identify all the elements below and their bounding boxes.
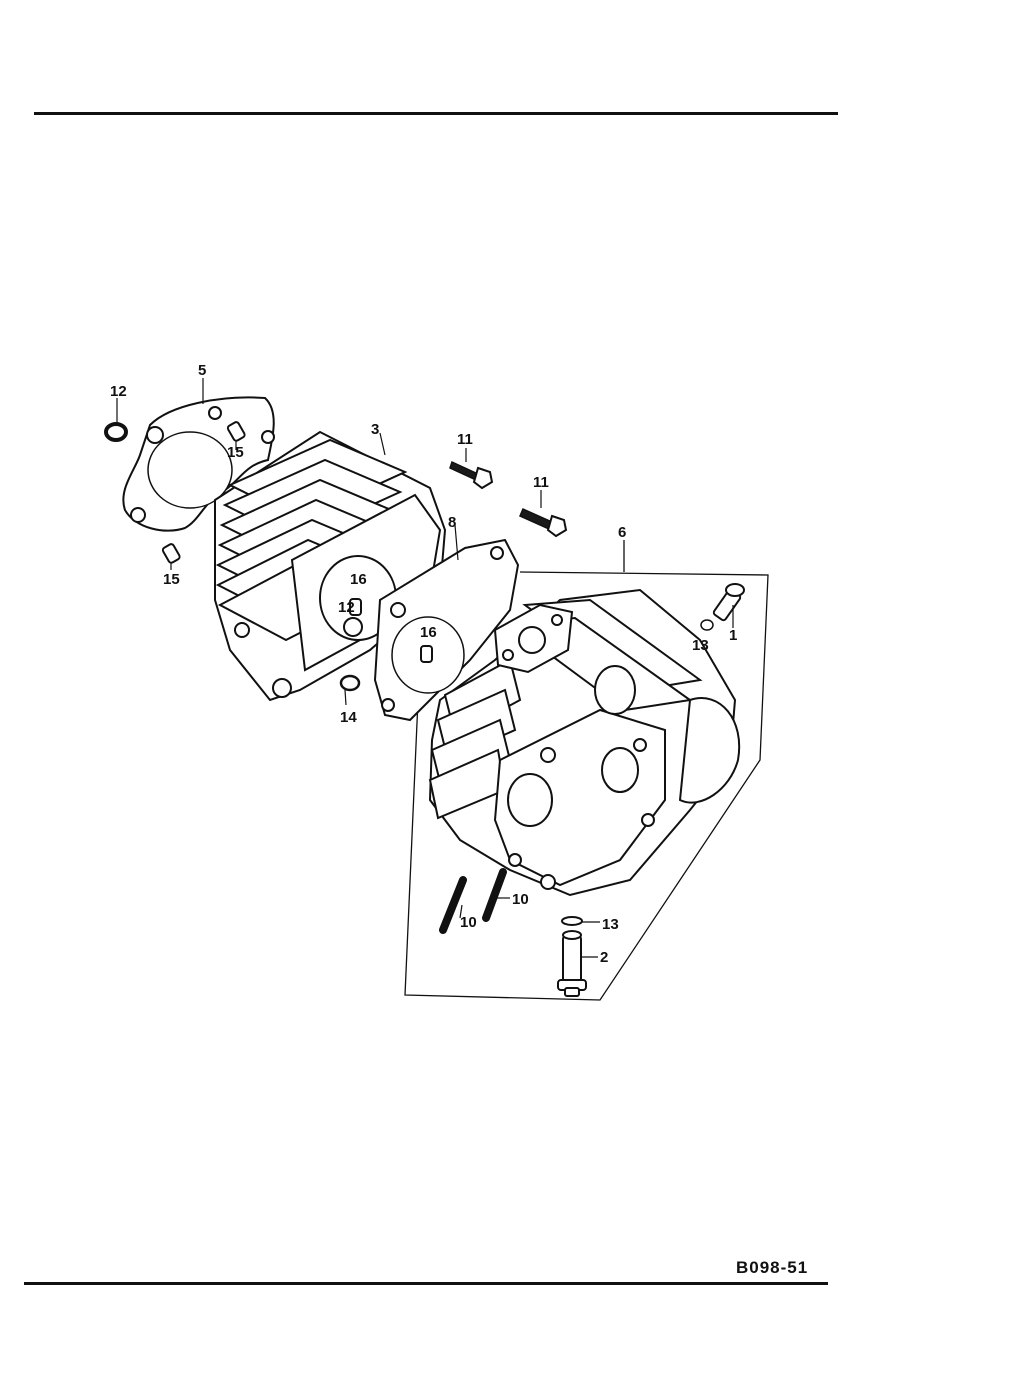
washer-13-upper <box>700 619 714 631</box>
callout-13-lower: 13 <box>602 916 619 933</box>
callout-15-top: 15 <box>227 444 244 461</box>
callout-16-cylinder: 16 <box>350 571 367 588</box>
assembly-bracket-6 <box>404 540 769 1001</box>
callout-2: 2 <box>600 949 608 966</box>
callout-11-lower: 11 <box>533 474 549 491</box>
callout-8: 8 <box>448 514 456 531</box>
callout-1: 1 <box>729 627 737 644</box>
bolt-1 <box>712 583 745 622</box>
dowel-pin-15-top <box>226 421 246 442</box>
callout-labels: 12 5 15 15 3 11 11 8 6 16 12 16 14 13 1 … <box>110 362 737 966</box>
gasket-8 <box>373 538 520 722</box>
callout-11-upper: 11 <box>457 431 473 448</box>
leader-lines <box>116 378 734 958</box>
cylinder-head-6 <box>428 588 741 897</box>
callout-12-cylinder: 12 <box>338 599 355 616</box>
stud-bolt-10-left <box>439 876 467 934</box>
callout-13-upper: 13 <box>692 637 709 654</box>
callout-16-gasket: 16 <box>420 624 437 641</box>
callout-10-left: 10 <box>460 914 477 931</box>
callout-5: 5 <box>198 362 206 379</box>
dowel-pin-16-cylinder <box>349 598 362 616</box>
bolt-2 <box>557 930 587 997</box>
washer-13-lower <box>561 916 583 926</box>
o-ring-14 <box>339 674 361 692</box>
bolt-11-upper <box>449 460 494 490</box>
callout-6: 6 <box>618 524 626 541</box>
dowel-pin-16-gasket <box>420 645 433 663</box>
stud-bolt-10-right <box>482 868 507 922</box>
top-rule <box>34 112 838 115</box>
callout-3: 3 <box>371 421 379 438</box>
callout-10-right: 10 <box>512 891 529 908</box>
callout-12-left: 12 <box>110 383 127 400</box>
callout-14: 14 <box>340 709 357 726</box>
dowel-pin-15-bottom <box>161 543 181 564</box>
page-code: B098-51 <box>736 1258 809 1277</box>
callout-15-bottom: 15 <box>163 571 180 588</box>
bolt-11-lower <box>519 508 568 538</box>
bottom-rule <box>24 1282 828 1285</box>
o-ring-12-left <box>104 422 128 442</box>
